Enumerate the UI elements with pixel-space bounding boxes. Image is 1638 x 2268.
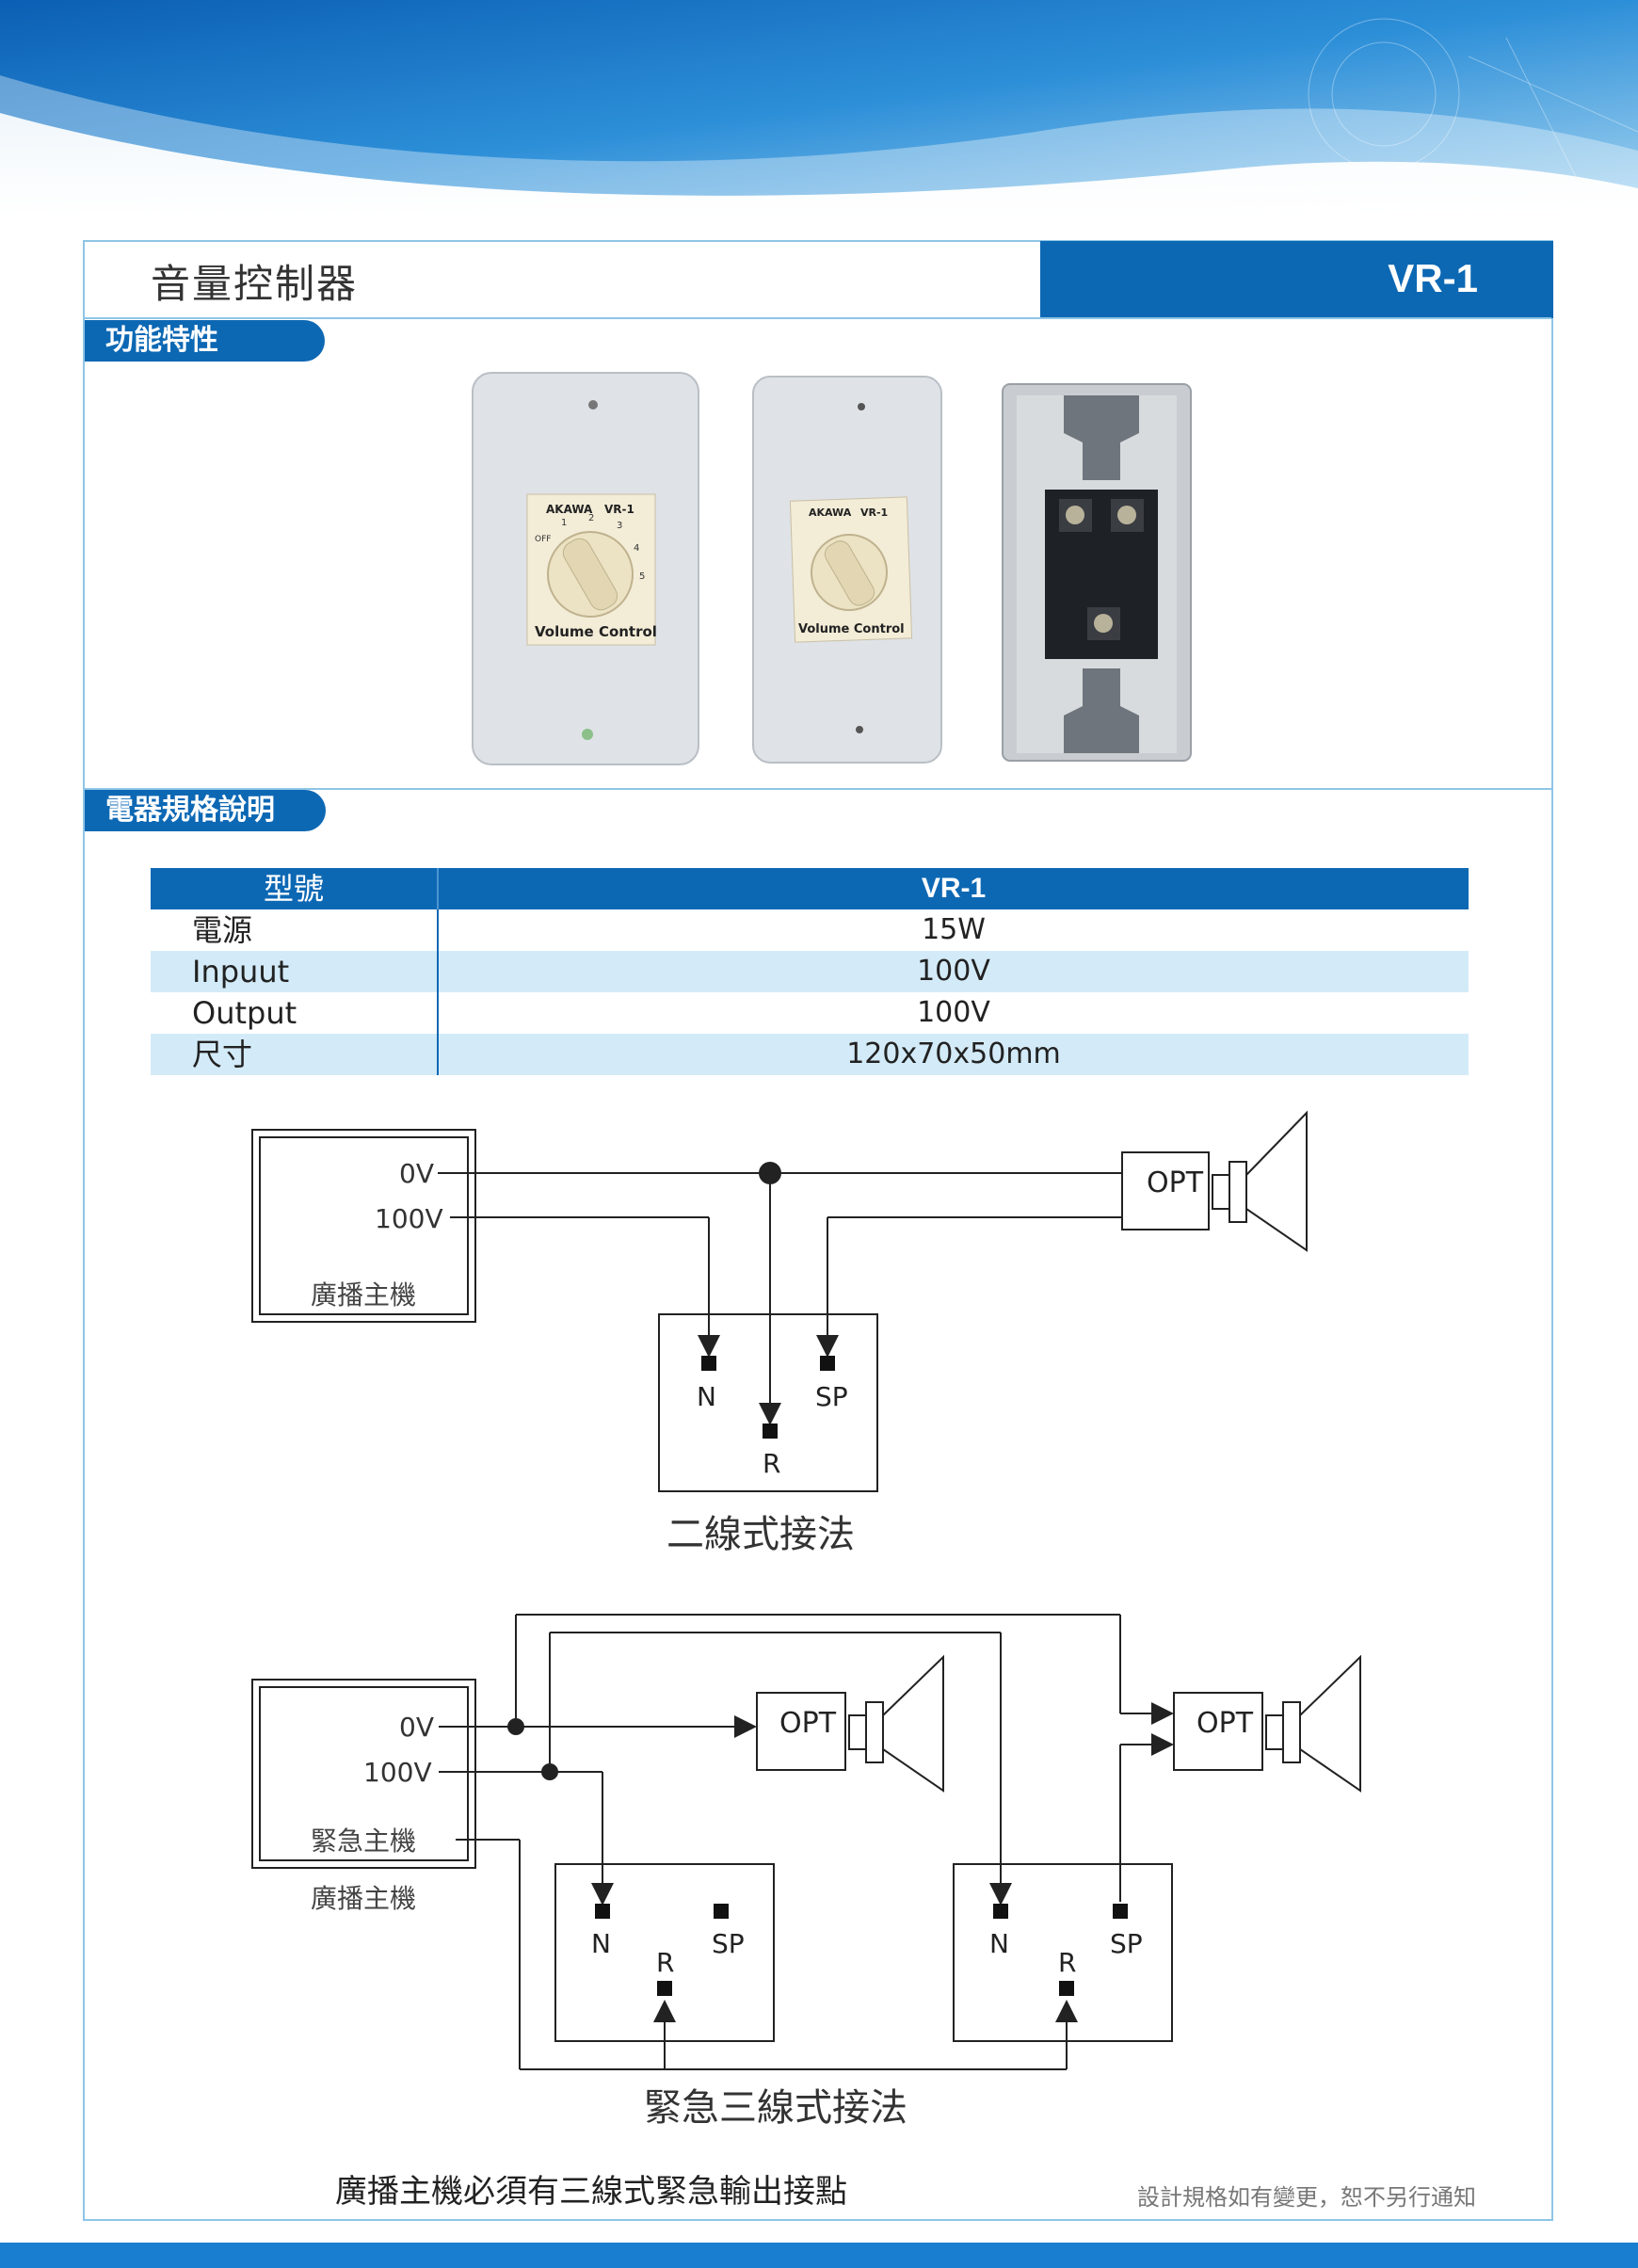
spec-row-output: Output 100V <box>151 992 1469 1034</box>
svg-text:R: R <box>763 1448 780 1479</box>
spec-value: 100V <box>917 996 990 1029</box>
svg-text:廣播主機: 廣播主機 <box>311 1279 416 1311</box>
svg-text:5: 5 <box>639 571 645 582</box>
product-front-1: AKAWA VR-1 OFF 1 2 3 4 5 Volume Control <box>472 372 699 765</box>
svg-text:OPT: OPT <box>1147 1166 1204 1199</box>
spec-label: Output <box>151 992 439 1034</box>
svg-text:SP: SP <box>712 1928 745 1959</box>
content-frame <box>83 240 1553 2221</box>
svg-text:3: 3 <box>617 521 622 531</box>
svg-text:SP: SP <box>815 1381 848 1412</box>
product-back <box>1002 383 1192 762</box>
svg-text:OPT: OPT <box>779 1707 837 1740</box>
svg-text:VR-1: VR-1 <box>604 503 634 516</box>
section-features: 功能特性 <box>85 320 325 362</box>
svg-text:1: 1 <box>561 518 567 528</box>
svg-text:OPT: OPT <box>1196 1707 1254 1740</box>
svg-text:AKAWA: AKAWA <box>809 507 852 519</box>
spec-header-label: 型號 <box>151 868 439 909</box>
svg-text:SP: SP <box>1110 1928 1143 1959</box>
title-divider <box>85 317 1551 319</box>
svg-text:Volume Control: Volume Control <box>535 623 657 640</box>
svg-text:R: R <box>656 1947 674 1978</box>
spec-header-row: 型號 VR-1 <box>151 868 1469 909</box>
svg-text:4: 4 <box>634 543 639 554</box>
spec-value: 100V <box>917 955 990 988</box>
model-tab: VR-1 <box>1040 241 1553 318</box>
section-divider <box>85 788 1551 790</box>
svg-text:0V: 0V <box>399 1158 434 1189</box>
page-title: 音量控制器 <box>151 261 359 307</box>
spec-value: 15W <box>922 913 986 946</box>
svg-text:二線式接法: 二線式接法 <box>666 1513 855 1556</box>
product-front-2: AKAWA VR-1 Volume Control <box>752 376 942 764</box>
svg-text:N: N <box>591 1928 611 1959</box>
svg-text:N: N <box>697 1381 716 1412</box>
spec-row-power: 電源 15W <box>151 909 1469 951</box>
spec-row-size: 尺寸 120x70x50mm <box>151 1034 1469 1075</box>
svg-text:廣播主機: 廣播主機 <box>311 1883 416 1914</box>
diagram-three-wire: 0V 100V 緊急主機 廣播主機 OPT OPT N SP R N SP R … <box>251 1614 1361 2130</box>
model-label: VR-1 <box>1388 256 1478 300</box>
svg-text:Volume Control: Volume Control <box>798 622 905 636</box>
svg-text:100V: 100V <box>363 1757 432 1788</box>
product-photos: AKAWA VR-1 OFF 1 2 3 4 5 Volume Control … <box>472 372 1192 765</box>
spec-value: 120x70x50mm <box>846 1037 1061 1070</box>
header-banner <box>0 0 1638 217</box>
svg-text:緊急三線式接法: 緊急三線式接法 <box>644 2086 907 2130</box>
svg-text:AKAWA: AKAWA <box>546 503 593 516</box>
spec-label: 尺寸 <box>151 1034 439 1075</box>
spec-header-value: VR-1 <box>921 873 987 904</box>
footer-disclaimer: 設計規格如有變更，恕不另行通知 <box>1137 2184 1476 2211</box>
svg-text:緊急主機: 緊急主機 <box>311 1826 416 1857</box>
svg-text:2: 2 <box>588 513 594 523</box>
svg-text:100V: 100V <box>375 1203 443 1234</box>
spec-label: Inpuut <box>151 951 439 992</box>
footer-note: 廣播主機必須有三線式緊急輸出接點 <box>335 2173 847 2211</box>
spec-label: 電源 <box>151 909 439 951</box>
svg-text:R: R <box>1058 1947 1076 1978</box>
footer-bar <box>0 2243 1638 2268</box>
svg-text:VR-1: VR-1 <box>860 507 888 519</box>
spec-row-input: Inpuut 100V <box>151 951 1469 992</box>
spec-table: 型號 VR-1 電源 15W Inpuut 100V Output 100V 尺… <box>151 868 1469 1075</box>
section-specs: 電器規格說明 <box>85 790 326 831</box>
svg-text:0V: 0V <box>399 1712 434 1743</box>
svg-text:OFF: OFF <box>535 535 551 544</box>
diagram-two-wire: 0V 100V 廣播主機 OPT N SP R 二線式接法 <box>251 1110 1308 1556</box>
svg-text:N: N <box>989 1928 1009 1959</box>
